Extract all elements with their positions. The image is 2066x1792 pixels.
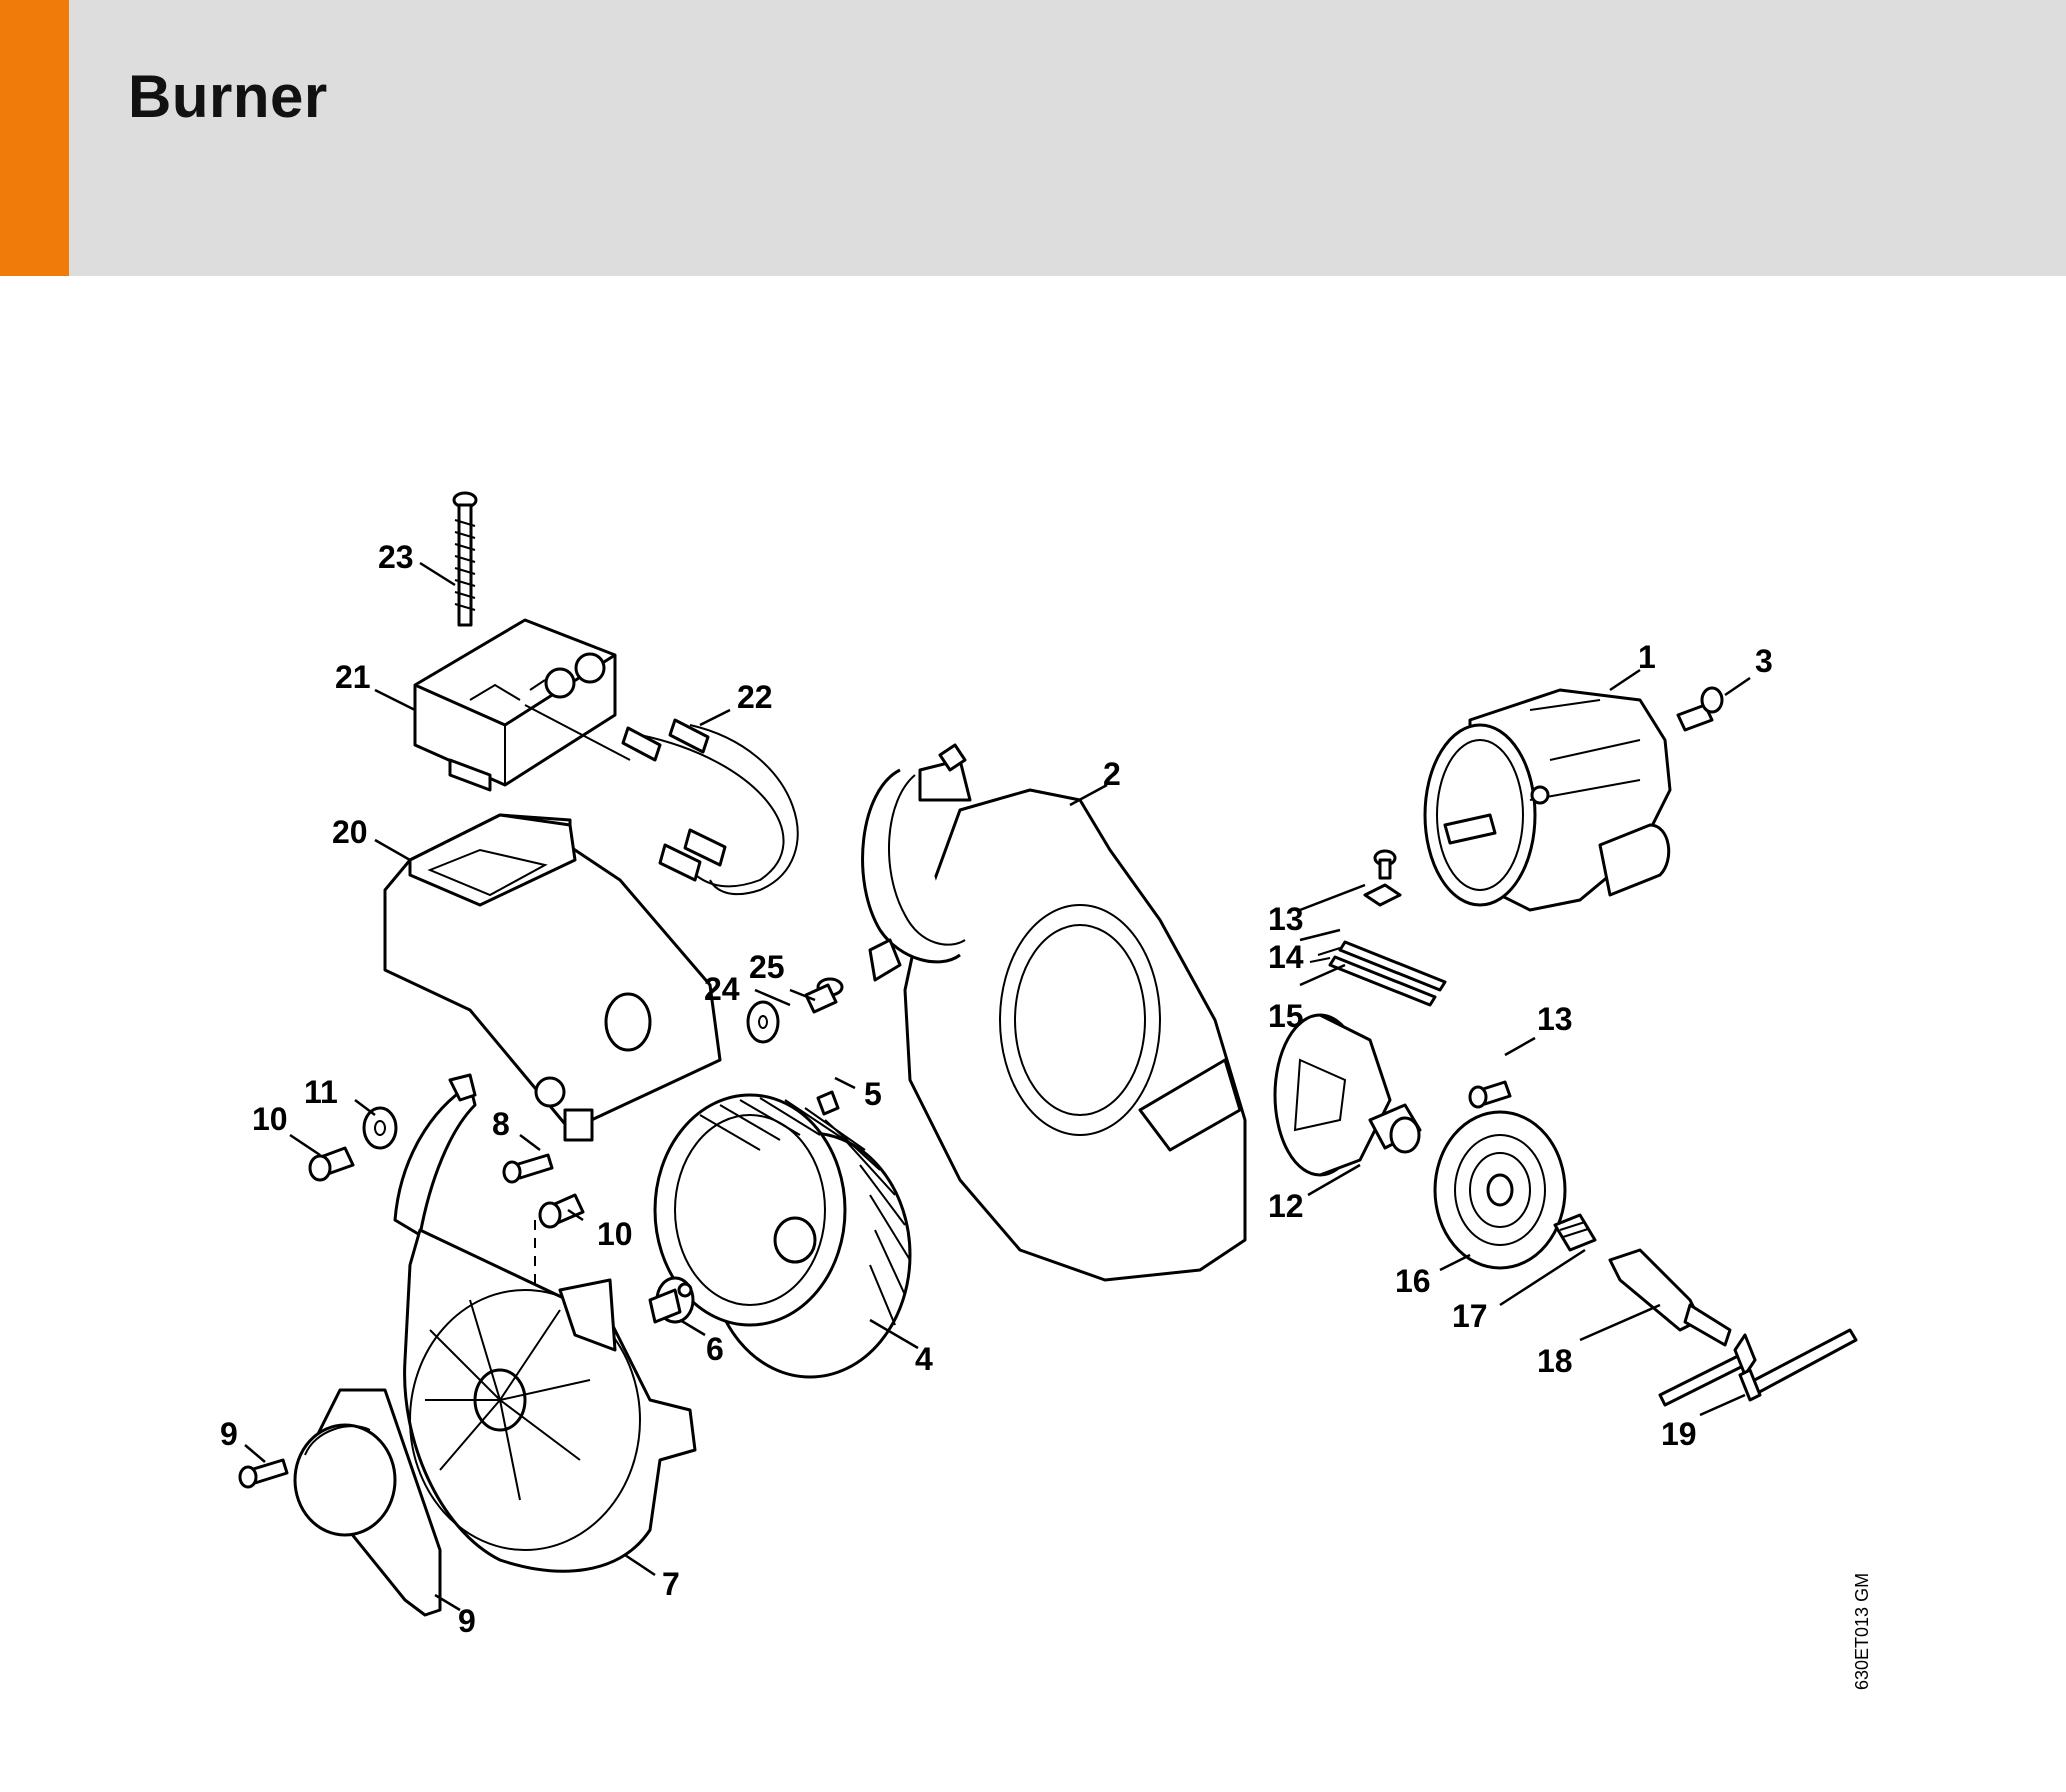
leader-lines [244, 561, 1751, 1612]
callout-4: 4 [915, 1341, 933, 1377]
callout-25: 25 [749, 949, 785, 985]
callout-6: 6 [706, 1331, 724, 1367]
part-1-motor [1423, 688, 1672, 912]
diagram-code: 630ET013 GM [1852, 1573, 1872, 1690]
callout-22: 22 [737, 679, 773, 715]
part-9-screw [502, 1153, 554, 1184]
page-title: Burner [128, 63, 328, 130]
callout-9: 8 [492, 1106, 510, 1142]
callout-3: 3 [1755, 643, 1773, 679]
part-3-screw [1676, 686, 1724, 732]
callout-18: 18 [1537, 1343, 1573, 1379]
callout-10: 10 [252, 1101, 288, 1137]
part-25-screw [804, 977, 844, 1014]
part-24-washer [746, 1000, 780, 1044]
callout-10: 10 [597, 1216, 633, 1252]
part-7-inlet-housing [393, 1073, 697, 1573]
callout-12: 12 [1268, 1188, 1304, 1224]
part-22-ignition-cables [621, 718, 799, 896]
part-9-screw [238, 1458, 289, 1489]
part-20-housing-cover [383, 813, 722, 1142]
part-17-nozzle [1553, 1213, 1597, 1252]
part-11-washer [362, 1106, 398, 1150]
part-4-fan-wheel [653, 1093, 912, 1379]
part-5-set-screw [816, 1090, 840, 1116]
part-6-coupling [648, 1276, 695, 1324]
callout-19: 19 [1661, 1416, 1697, 1452]
part-13-screw [1373, 849, 1397, 880]
callout-14: 14 [1268, 939, 1304, 975]
callout-7: 7 [662, 1566, 680, 1602]
part-16-disc [1433, 1110, 1567, 1270]
part-21-ignition-transformer [413, 618, 631, 792]
part-15-electrodes [1309, 940, 1447, 1007]
part-2-fan-housing [861, 743, 1247, 1282]
callout-15: 15 [1268, 998, 1304, 1034]
callout-21: 21 [335, 659, 371, 695]
callout-1: 1 [1638, 639, 1656, 675]
callout-13: 13 [1268, 901, 1304, 937]
callout-23: 23 [378, 539, 414, 575]
callout-labels: 23 21 22 20 2 1 3 13 14 15 13 12 16 17 1… [220, 539, 1773, 1639]
callout-17: 17 [1452, 1298, 1488, 1334]
part-12-burner-head [1273, 1013, 1422, 1177]
callout-24: 24 [704, 971, 740, 1007]
callout-8: 9 [458, 1603, 476, 1639]
callout-16: 16 [1395, 1263, 1431, 1299]
callout-11: 11 [304, 1074, 338, 1110]
callout-20: 20 [332, 814, 368, 850]
part-8-cover-plate [293, 1388, 442, 1617]
accent-bar [0, 0, 69, 276]
header-band [0, 0, 2066, 276]
callout-13: 13 [1537, 1001, 1573, 1037]
part-23-screw [452, 491, 478, 627]
part-18-nozzle-holder [1608, 1248, 1732, 1347]
callout-2: 2 [1103, 756, 1121, 792]
callout-9: 9 [220, 1416, 238, 1452]
part-13-screw [1468, 1080, 1512, 1109]
part-14-nut [1363, 883, 1402, 907]
part-10-screw [308, 1146, 355, 1182]
callout-5: 5 [864, 1076, 882, 1112]
part-19-wrench [1658, 1328, 1858, 1407]
